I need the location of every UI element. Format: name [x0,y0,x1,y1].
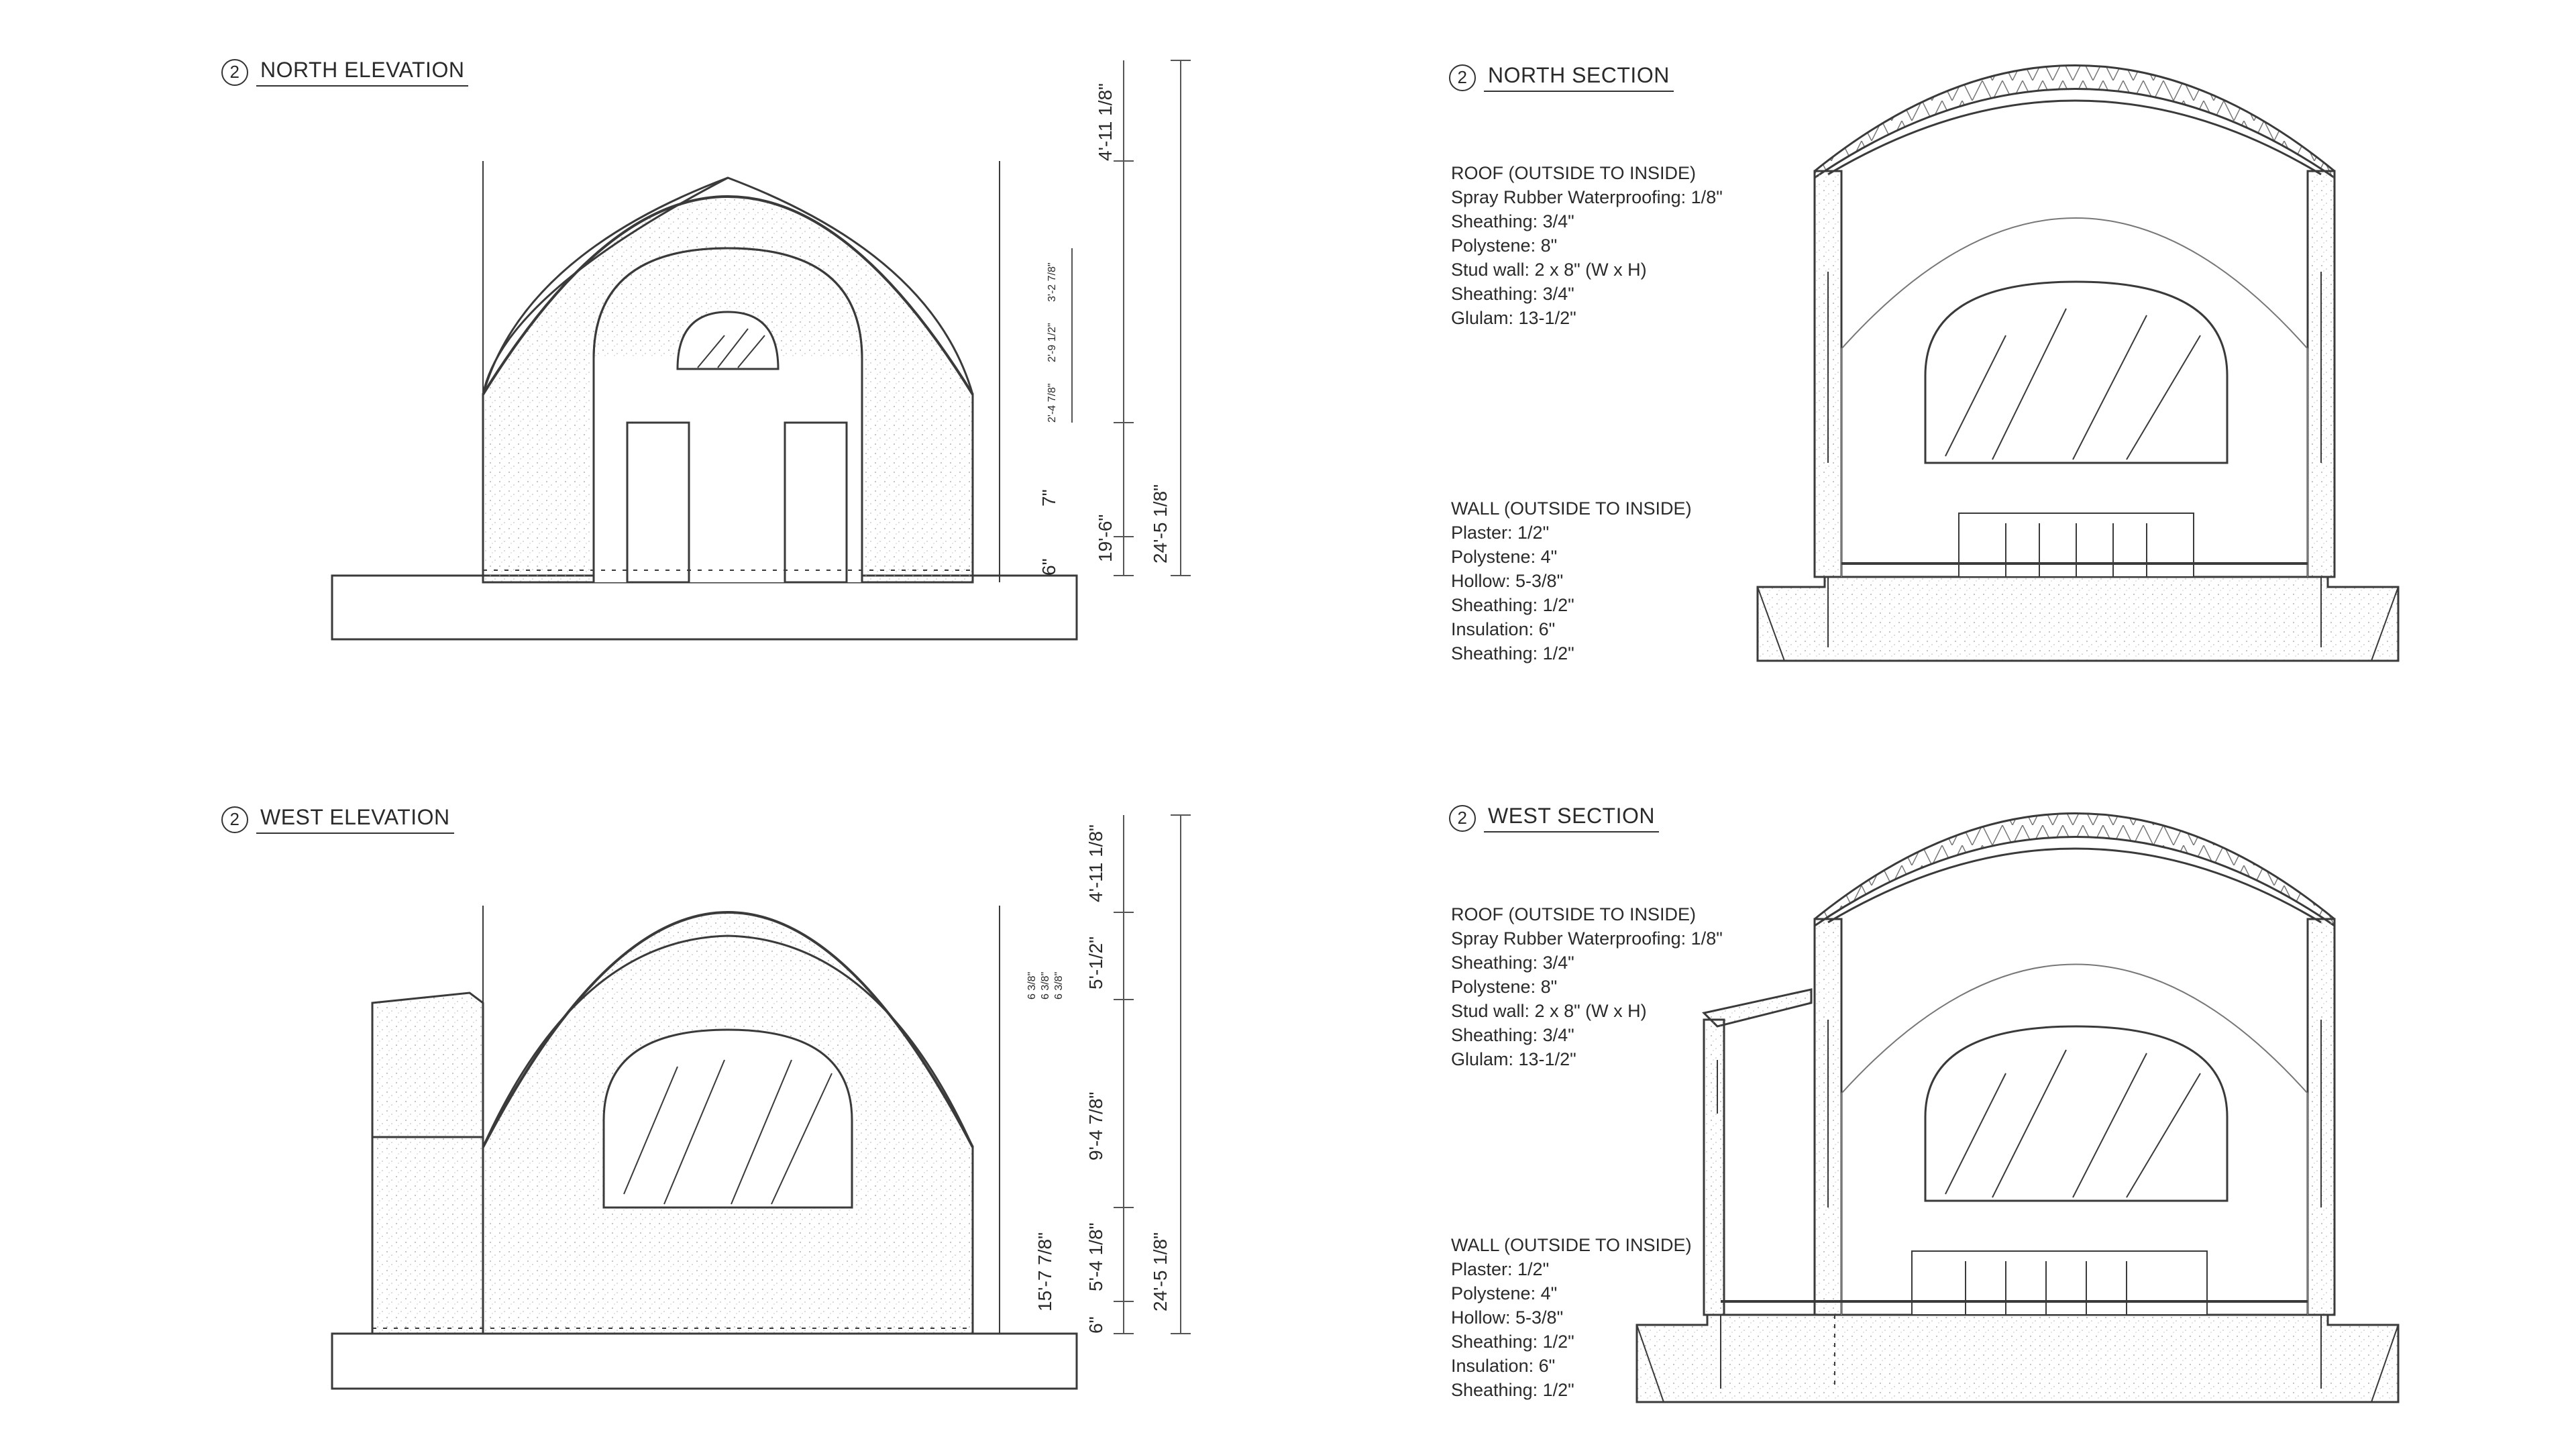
drawing-number: 2 [221,806,248,833]
ground-plinth [331,574,1078,641]
ground-plinth [331,1332,1078,1390]
annex-wall [1703,1018,1725,1316]
roof-truss [1813,812,2336,928]
drawing-title-label: NORTH SECTION [1484,63,1674,92]
north-section-drawing [1756,64,2400,662]
west-elevation-drawing [331,906,1078,1390]
north-elevation-dimension-lines [1071,60,1191,576]
spec-line: Glulam: 13-1/2" [1451,308,1576,328]
door-left [626,421,690,584]
dimension-label: 2'-9 1/2" [1046,323,1058,362]
foundation [1635,1313,2400,1403]
annex-wall [371,1136,484,1335]
interior-furniture [1911,1250,2208,1316]
west-section-drawing [1635,812,2400,1403]
spec-line: Polystene: 4" [1451,1283,1558,1303]
drawing-number: 2 [1449,64,1476,91]
section-arched-window [1924,280,2229,464]
spec-line: Sheathing: 1/2" [1451,643,1574,663]
spec-line: Sheathing: 1/2" [1451,1380,1574,1400]
dimension-label: 24'-5 1/8" [1150,484,1171,564]
dimension-label: 6" [1038,558,1059,576]
drawing-title-label: WEST SECTION [1484,804,1659,833]
spec-heading: ROOF (OUTSIDE TO INSIDE) [1451,163,1697,183]
dimension-label: 15'-7 7/8" [1034,1232,1055,1311]
section-arched-window [1924,1025,2229,1202]
foundation [1756,576,2400,662]
dimension-label: 19'-6" [1095,514,1116,562]
dimension-label: 9'-4 7/8" [1085,1091,1106,1161]
spec-heading: WALL (OUTSIDE TO INSIDE) [1451,1235,1692,1255]
spec-line: Stud wall: 2 x 8" (W x H) [1451,1001,1647,1021]
spec-line: Plaster: 1/2" [1451,523,1550,543]
spec-line: Hollow: 5-3/8" [1451,571,1564,591]
spec-line: Sheathing: 3/4" [1451,211,1574,231]
spec-line: Polystene: 4" [1451,547,1558,567]
drawing-number: 2 [1449,804,1476,832]
spec-line: Polystene: 8" [1451,977,1558,997]
spec-line: Glulam: 13-1/2" [1451,1049,1576,1069]
arched-window [602,1028,853,1209]
dimension-label: 5'-1/2" [1085,936,1106,989]
dimension-label: 4'-11 1/8" [1095,83,1116,161]
spec-line: Sheathing: 3/4" [1451,1025,1574,1045]
roof-spec-west: ROOF (OUTSIDE TO INSIDE) Spray Rubber Wa… [1451,902,1723,1071]
west-elevation-dimension-lines [1114,814,1191,1334]
drawing-title-label: NORTH ELEVATION [256,58,469,87]
spec-line: Insulation: 6" [1451,1356,1556,1376]
dimension-label: 6" [1085,1316,1106,1334]
dimension-label: 7" [1038,489,1059,506]
spec-line: Polystene: 8" [1451,235,1558,256]
spec-heading: WALL (OUTSIDE TO INSIDE) [1451,498,1692,519]
wall-spec-west: WALL (OUTSIDE TO INSIDE) Plaster: 1/2" P… [1451,1233,1692,1402]
west-elevation-title: 2 WEST ELEVATION [221,805,454,834]
door-right [784,421,848,584]
spec-line: Sheathing: 3/4" [1451,284,1574,304]
dimension-label: 2'-4 7/8" [1046,383,1058,423]
spec-line: Sheathing: 3/4" [1451,953,1574,973]
spec-line: Stud wall: 2 x 8" (W x H) [1451,260,1647,280]
lunette-window [676,311,780,370]
spec-line: Sheathing: 1/2" [1451,595,1574,615]
roof-spec-north: ROOF (OUTSIDE TO INSIDE) Spray Rubber Wa… [1451,161,1723,330]
drawing-title-label: WEST ELEVATION [256,805,454,834]
west-section-title: 2 WEST SECTION [1449,804,1659,833]
spec-line: Spray Rubber Waterproofing: 1/8" [1451,928,1723,949]
dimension-label: 4'-11 1/8" [1085,824,1106,902]
north-section-title: 2 NORTH SECTION [1449,63,1674,92]
north-elevation-title: 2 NORTH ELEVATION [221,58,469,87]
dimension-label: 24'-5 1/8" [1150,1232,1171,1311]
spec-line: Spray Rubber Waterproofing: 1/8" [1451,187,1723,207]
dimension-label: 5'-4 1/8" [1085,1222,1106,1291]
spec-line: Sheathing: 1/2" [1451,1332,1574,1352]
roof-truss [1813,64,2336,180]
spec-line: Hollow: 5-3/8" [1451,1307,1564,1328]
spec-heading: ROOF (OUTSIDE TO INSIDE) [1451,904,1697,924]
dimension-label: 6 3/8" [1053,971,1065,1000]
dimension-label: 6 3/8" [1040,971,1051,1000]
north-elevation-drawing [331,161,1078,641]
spec-line: Plaster: 1/2" [1451,1259,1550,1279]
dimension-label: 6 3/8" [1026,971,1038,1000]
drawing-number: 2 [221,58,248,86]
spec-line: Insulation: 6" [1451,619,1556,639]
wall-spec-north: WALL (OUTSIDE TO INSIDE) Plaster: 1/2" P… [1451,496,1692,665]
dimension-label: 3'-2 7/8" [1046,262,1058,302]
